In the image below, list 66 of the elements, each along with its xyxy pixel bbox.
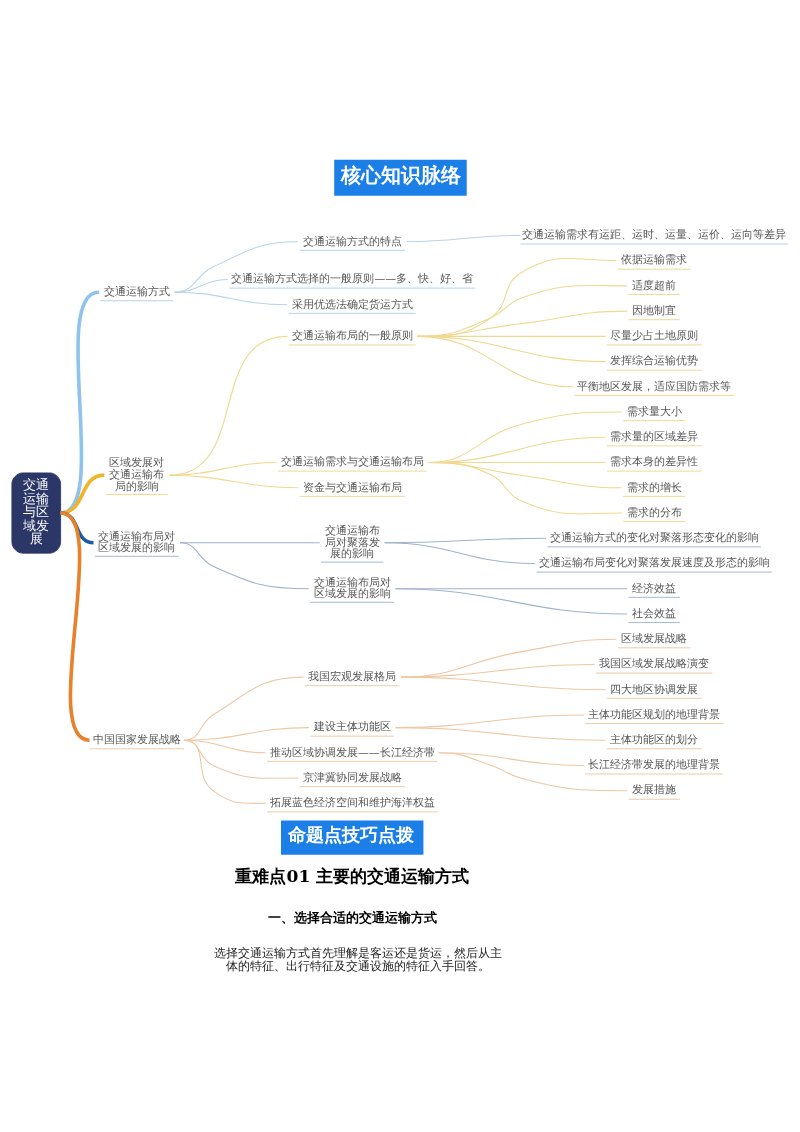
node-text: 依据运输需求 [621, 253, 688, 267]
connector [438, 752, 628, 792]
connector [168, 474, 299, 489]
node-box: 交通运输与区域发展 [11, 472, 62, 554]
node-text: 平衡地区发展，适应国防需求等 [577, 379, 732, 393]
connector [168, 335, 288, 476]
node-text: 主体功能区规划的地理背景 [588, 707, 721, 721]
node-text: 需求的分布 [626, 505, 682, 519]
node-text: 资金与交通运输布局 [302, 480, 402, 494]
node-text: 中国国家发展战略 [92, 733, 181, 746]
node-text: 交通运输需求有运距、运时、运量、运价、运向等差异 [522, 228, 787, 242]
node-text: 交通运输方式的变化对聚落形态变化的影响 [549, 531, 759, 545]
connector [179, 542, 310, 590]
node-text: 需求量的区域差异 [610, 430, 699, 444]
connector [384, 542, 536, 565]
label: 重难点01 主要的交通运输方式 [235, 866, 470, 887]
connector [60, 473, 105, 515]
connector [400, 676, 607, 691]
node-text: 发展措施 [632, 783, 677, 797]
connector [183, 676, 305, 741]
diagram-title: 核心知识脉络 [341, 163, 462, 187]
node-text: 交通运输布局对区域发展的影响 [313, 575, 391, 601]
node-text: 需求量大小 [626, 404, 682, 418]
node-text: 采用优选法确定货运方式 [291, 297, 413, 311]
node-text: 拓展蓝色经济空间和维护海洋权益 [269, 796, 435, 810]
node-text: 交通运输布局对区域发展的影响 [98, 529, 176, 555]
node-text: 交通运输需求与交通运输布局 [280, 455, 424, 469]
node-text: 建设主体功能区 [313, 720, 391, 734]
label: 选择交通运输方式首先理解是客运还是货运，然后从主体的特征、出行特征及交通设施的特征入手回答。 [213, 945, 502, 973]
node-text: 需求本身的差异性 [610, 455, 699, 469]
node-text: 交通运输布局的一般原则 [291, 329, 413, 343]
node-text: 适度超前 [632, 278, 677, 292]
connector [183, 739, 267, 804]
connector [168, 462, 278, 476]
node-text: 交通运输方式 [103, 284, 170, 298]
node-text: 交通运输布局变化对聚落发展速度及形态的影响 [538, 556, 770, 570]
node-text: 京津冀协同发展战略 [302, 770, 402, 784]
node-text: 交通运输方式的特点 [302, 234, 402, 248]
connector [174, 291, 288, 306]
node-text: 经济效益 [632, 581, 677, 595]
connector [405, 234, 521, 243]
connector [59, 511, 91, 742]
node-text: 需求的增长 [626, 480, 682, 494]
connector [174, 241, 299, 293]
node-text: 尽量少占土地原则 [610, 329, 699, 343]
node-text: 因地制宜 [632, 303, 677, 317]
node-text: 交通运输方式选择的一般原则——多、快、好、省 [231, 272, 474, 286]
connector [394, 727, 607, 741]
node-text: 区域发展战略 [621, 632, 688, 646]
connector [394, 588, 628, 615]
node-text: 推动区域协调发展——长江经济带 [269, 745, 435, 759]
node-text: 主体功能区的划分 [610, 733, 699, 746]
connector [174, 279, 229, 293]
node-text: 交通运输布局对聚落发展的影响 [324, 523, 380, 561]
node-text: 发挥综合运输优势 [610, 354, 699, 368]
node-text: 长江经济带发展的地理背景 [588, 758, 721, 772]
connector [427, 462, 623, 515]
node-text: 我国区域发展战略演变 [599, 657, 710, 671]
node-text: 社会效益 [632, 606, 677, 620]
connector [183, 727, 310, 741]
label: 一、选择合适的交通运输方式 [268, 910, 438, 926]
node-text: 四大地区协调发展 [610, 682, 699, 696]
node-text: 我国宏观发展格局 [308, 669, 397, 683]
label: 命题点技巧点拨 [288, 824, 415, 846]
node-text: 区域发展对交通运输布局的影响 [109, 456, 165, 493]
connector [416, 335, 574, 388]
